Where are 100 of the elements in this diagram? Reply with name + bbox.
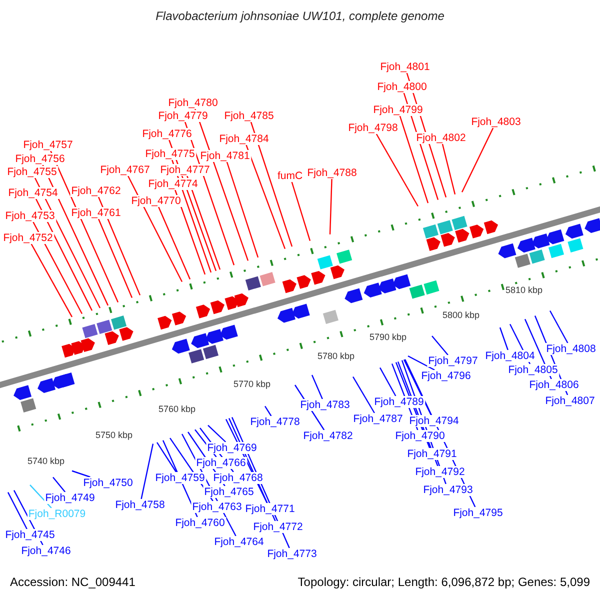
leader-line (186, 176, 221, 270)
gene-label: Fjoh_4801 (379, 61, 431, 73)
leader-line (432, 336, 448, 356)
gene-label: Fjoh_4799 (372, 104, 424, 116)
gene-label: Fjoh_4785 (223, 110, 275, 122)
gene-label: Fjoh_4808 (545, 343, 597, 355)
leader-line (7, 492, 28, 530)
leader-line (30, 484, 52, 508)
leader-line (156, 442, 177, 472)
gene-label: Fjoh_4797 (427, 355, 479, 367)
leader-line (50, 150, 119, 302)
leader-line (98, 218, 133, 298)
gene-label: Fjoh_4772 (252, 521, 304, 533)
leader-line (98, 196, 141, 296)
gene-label: fumC (276, 170, 304, 182)
gene-label: Fjoh_4788 (306, 167, 358, 179)
leader-line (250, 122, 293, 247)
leader-line (549, 310, 568, 344)
gene-label: Fjoh_4767 (99, 164, 151, 176)
gene-label: Fjoh_4766 (195, 457, 247, 469)
gene-label: Fjoh_4757 (22, 139, 74, 151)
leader-line (403, 359, 432, 416)
gene-label: Fjoh_4776 (141, 128, 193, 140)
gene-label: Fjoh_4802 (415, 132, 467, 144)
scale-label: 5790 kbp (369, 332, 407, 342)
gene-label: Fjoh_4784 (218, 133, 270, 145)
gene-label: Fjoh_4759 (154, 472, 206, 484)
leader-line (442, 144, 456, 195)
gene-label: Fjoh_4774 (147, 178, 199, 190)
leader-line (226, 162, 259, 258)
gene-label: Fjoh_4777 (159, 164, 211, 176)
gene-label: Fjoh_4796 (420, 370, 472, 382)
gene-label: Fjoh_4781 (199, 150, 251, 162)
gene-label: Fjoh_4749 (44, 492, 96, 504)
gene-label: Fjoh_4771 (244, 503, 296, 515)
gene-label: Fjoh_4782 (302, 430, 354, 442)
leader-line (140, 444, 154, 500)
leader-line (379, 367, 396, 396)
gene-label: Fjoh_4793 (422, 484, 474, 496)
gene-label: Fjoh_4790 (394, 430, 446, 442)
title: Flavobacterium johnsoniae UW101, complete genome (154, 9, 446, 23)
gene-label: Fjoh_4752 (2, 232, 54, 244)
gene-label: Fjoh_4765 (203, 486, 255, 498)
leader-line (246, 144, 286, 250)
footer-text: Accession: NC_009441 (10, 575, 136, 589)
gene-label: Fjoh_4798 (347, 122, 399, 134)
gene-label: Fjoh_4762 (70, 185, 122, 197)
gene-label: Fjoh_4791 (406, 448, 458, 460)
gene-label: Fjoh_4756 (14, 153, 66, 165)
leader-line (461, 128, 494, 192)
scale-label: 5740 kbp (27, 456, 65, 466)
leader-line (329, 178, 332, 234)
gene-label: Fjoh_4803 (470, 116, 522, 128)
leader-line (72, 470, 90, 478)
leader-line (311, 374, 323, 400)
leader-line (291, 182, 311, 241)
gene-label: Fjoh_4763 (191, 501, 243, 513)
gene-label: Fjoh_4760 (174, 517, 226, 529)
leader-line (35, 198, 93, 311)
gene-label: Fjoh_4794 (408, 415, 460, 427)
gene-label: Fjoh_4800 (376, 81, 428, 93)
gene-label: Fjoh_4753 (4, 210, 56, 222)
gene-label: Fjoh_4770 (130, 195, 182, 207)
scale-label: 5750 kbp (95, 430, 133, 440)
leader-line (208, 424, 226, 442)
leader-line (128, 176, 183, 282)
footer-text: Topology: circular; Length: 6,096,872 bp; Genes: 5,099 (298, 575, 590, 589)
gene-label: Fjoh_4775 (144, 148, 196, 160)
scale-label: 5760 kbp (158, 404, 196, 414)
leader-line (32, 222, 83, 314)
scale-label: 5770 kbp (233, 379, 271, 389)
leader-line (158, 206, 191, 280)
gene-label: Fjoh_R0079 (27, 508, 87, 520)
gene-label: Fjoh_4807 (544, 395, 596, 407)
gene-label: Fjoh_4779 (157, 110, 209, 122)
gene-label: Fjoh_4778 (249, 416, 301, 428)
scale-label: 5780 kbp (317, 351, 355, 361)
gene-label: Fjoh_4804 (484, 350, 536, 362)
gene-label: Fjoh_4787 (352, 413, 404, 425)
leader-line (52, 476, 66, 492)
leader-line (408, 355, 435, 371)
gene-label: Fjoh_4768 (212, 472, 264, 484)
gene-label: Fjoh_4764 (213, 536, 265, 548)
gene-label: Fjoh_4795 (452, 507, 504, 519)
leader-line (264, 406, 272, 416)
gene-label: Fjoh_4805 (507, 364, 559, 376)
scale-label: 5810 kbp (505, 285, 543, 295)
gene-label: Fjoh_4750 (82, 477, 134, 489)
leader-line (376, 134, 419, 207)
gene-label: Fjoh_4754 (7, 187, 59, 199)
gene-label: Fjoh_4755 (6, 166, 58, 178)
scale-label: 5800 kbp (442, 310, 480, 320)
gene-label: Fjoh_4806 (528, 379, 580, 391)
gene-label: Fjoh_4783 (299, 399, 351, 411)
leader-line (499, 327, 508, 350)
gene-label: Fjoh_4792 (414, 466, 466, 478)
gene-label: Fjoh_4746 (20, 545, 72, 557)
gene-label: Fjoh_4780 (167, 97, 219, 109)
leader-line (352, 376, 375, 414)
gene-label: Fjoh_4773 (266, 548, 318, 560)
